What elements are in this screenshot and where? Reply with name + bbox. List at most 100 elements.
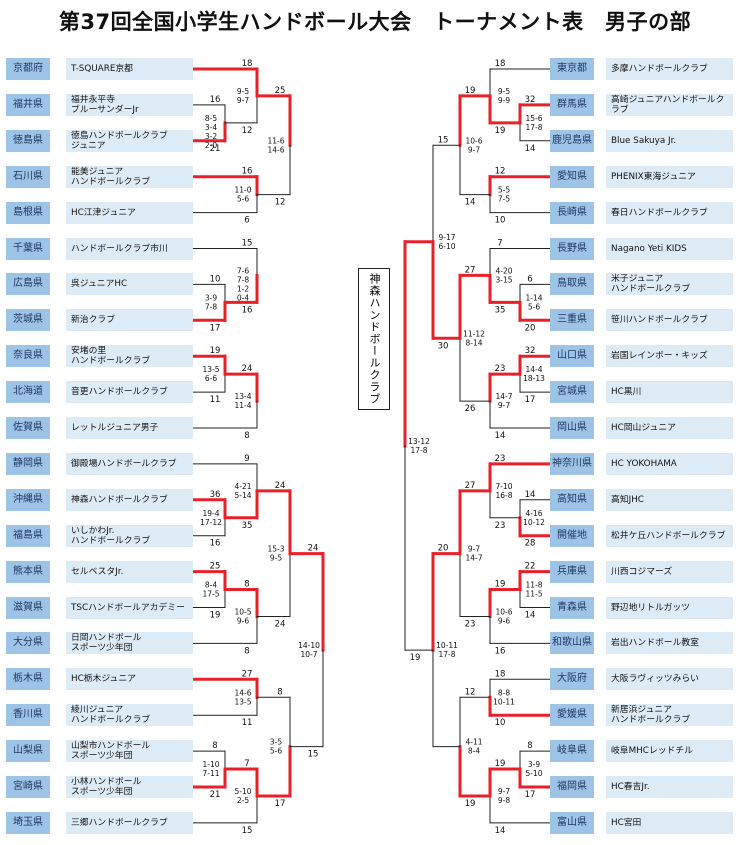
half-scores: 5-6 bbox=[528, 302, 540, 311]
half-scores: 3-4 bbox=[205, 123, 217, 132]
half-scores: 3-15 bbox=[495, 275, 512, 284]
prefecture-label: 三重県 bbox=[550, 309, 594, 332]
half-scores: 1-14 bbox=[525, 293, 542, 302]
team-name: HC黒川 bbox=[606, 381, 733, 404]
score-label: 36 bbox=[210, 490, 221, 500]
half-scores: 9-17 bbox=[438, 233, 455, 242]
prefecture-label: 茨城県 bbox=[6, 309, 50, 332]
score-label: 18 bbox=[495, 669, 506, 679]
half-scores: 1-2 bbox=[237, 284, 249, 293]
prefecture-label: 富山県 bbox=[550, 811, 594, 834]
champion-label: 神森ハンドボールクラブ bbox=[368, 273, 381, 405]
score-label: 8 bbox=[277, 687, 282, 697]
half-scores: 5-5 bbox=[498, 186, 510, 195]
prefecture-label: 埼玉県 bbox=[6, 811, 50, 834]
team-name: 新治クラブ bbox=[66, 309, 193, 332]
half-scores: 2-0 bbox=[205, 141, 217, 150]
team-name: 三郷ハンドボールクラブ bbox=[66, 811, 193, 834]
prefecture-label: 福島県 bbox=[6, 524, 50, 547]
prefecture-label: 愛媛県 bbox=[550, 704, 594, 727]
score-label: 20 bbox=[438, 544, 449, 554]
score-label: 16 bbox=[242, 305, 253, 315]
half-scores: 6-10 bbox=[438, 242, 455, 251]
score-label: 14 bbox=[495, 431, 506, 441]
team-name: 川西コジマーズ bbox=[606, 560, 733, 583]
half-scores: 16-8 bbox=[495, 491, 512, 500]
team-name: 綾川ジュニア ハンドボールクラブ bbox=[66, 704, 193, 727]
score-label: 27 bbox=[465, 481, 476, 491]
champion-box: 神森ハンドボールクラブ bbox=[358, 268, 390, 410]
score-label: 17 bbox=[525, 395, 536, 405]
team-name: 岐阜MHCレッドチル bbox=[606, 740, 733, 763]
half-scores: 18-13 bbox=[523, 374, 545, 383]
prefecture-label: 奈良県 bbox=[6, 345, 50, 368]
half-scores: 3-5 bbox=[270, 738, 282, 747]
score-label: 27 bbox=[465, 265, 476, 275]
prefecture-label: 長崎県 bbox=[550, 201, 594, 224]
team-name: 山梨市ハンドボール スポーツ少年団 bbox=[66, 740, 193, 763]
score-label: 18 bbox=[495, 59, 506, 69]
team-name: 松井ケ丘ハンドボールクラブ bbox=[606, 524, 733, 547]
score-label: 28 bbox=[525, 539, 536, 549]
score-label: 14 bbox=[525, 144, 536, 154]
team-name: HC栃木ジュニア bbox=[66, 668, 193, 691]
half-scores: 14-6 bbox=[234, 688, 251, 697]
prefecture-label: 青森県 bbox=[550, 596, 594, 619]
team-name: 音更ハンドボールクラブ bbox=[66, 381, 193, 404]
prefecture-label: 岡山県 bbox=[550, 417, 594, 439]
half-scores: 17-8 bbox=[525, 123, 542, 132]
team-name: HC岡山ジュニア bbox=[606, 417, 733, 439]
half-scores: 10-12 bbox=[523, 518, 545, 527]
team-name: 高崎ジュニアハンドボールクラブ bbox=[606, 93, 733, 116]
team-name: 野辺地リトルガッツ bbox=[606, 596, 733, 619]
prefecture-label: 静岡県 bbox=[6, 452, 50, 475]
score-label: 10 bbox=[495, 718, 506, 728]
team-name: 呉ジュニアHC bbox=[66, 273, 193, 296]
score-label: 24 bbox=[242, 364, 253, 374]
score-label: 8 bbox=[244, 646, 249, 656]
half-scores: 7-10 bbox=[495, 482, 512, 491]
score-label: 19 bbox=[465, 86, 476, 96]
half-scores: 19-4 bbox=[202, 509, 219, 518]
half-scores: 11-12 bbox=[463, 329, 485, 338]
score-label: 16 bbox=[242, 167, 253, 177]
half-scores: 7-8 bbox=[237, 275, 249, 284]
team-name: 多摩ハンドボールクラブ bbox=[606, 58, 733, 80]
prefecture-label: 北海道 bbox=[6, 381, 50, 404]
prefecture-label: 宮城県 bbox=[550, 381, 594, 404]
half-scores: 17-12 bbox=[200, 518, 222, 527]
score-label: 30 bbox=[438, 341, 449, 351]
score-label: 32 bbox=[525, 346, 536, 356]
score-label: 24 bbox=[308, 544, 319, 554]
prefecture-label: 千葉県 bbox=[6, 237, 50, 260]
score-label: 11 bbox=[242, 718, 253, 728]
prefecture-label: 徳島県 bbox=[6, 129, 50, 152]
half-scores: 9-5 bbox=[237, 87, 249, 96]
score-label: 24 bbox=[275, 481, 286, 491]
half-scores: 11-6 bbox=[267, 136, 284, 145]
score-label: 16 bbox=[210, 539, 221, 549]
team-name: Nagano Yeti KIDS bbox=[606, 237, 733, 260]
half-scores: 13-5 bbox=[234, 697, 251, 706]
prefecture-label: 鳥取県 bbox=[550, 273, 594, 296]
score-label: 17 bbox=[210, 323, 221, 333]
prefecture-label: 大分県 bbox=[6, 632, 50, 655]
team-name: 小林ハンドボール スポーツ少年団 bbox=[66, 776, 193, 798]
half-scores: 11-8 bbox=[525, 581, 542, 590]
half-scores: 4-20 bbox=[495, 266, 512, 275]
score-label: 11 bbox=[210, 395, 221, 405]
score-label: 8 bbox=[244, 580, 249, 590]
prefecture-label: 高知県 bbox=[550, 488, 594, 511]
team-name: Blue Sakuya Jr. bbox=[606, 129, 733, 152]
half-scores: 9-7 bbox=[498, 401, 510, 410]
score-label: 15 bbox=[308, 750, 319, 760]
score-label: 7 bbox=[244, 759, 249, 769]
score-label: 20 bbox=[525, 323, 536, 333]
score-label: 25 bbox=[275, 86, 286, 96]
score-label: 15 bbox=[242, 239, 253, 249]
team-name: 岩出ハンドボール教室 bbox=[606, 632, 733, 655]
half-scores: 11-0 bbox=[234, 186, 251, 195]
score-label: 25 bbox=[210, 562, 221, 572]
half-scores: 14-4 bbox=[525, 365, 542, 374]
